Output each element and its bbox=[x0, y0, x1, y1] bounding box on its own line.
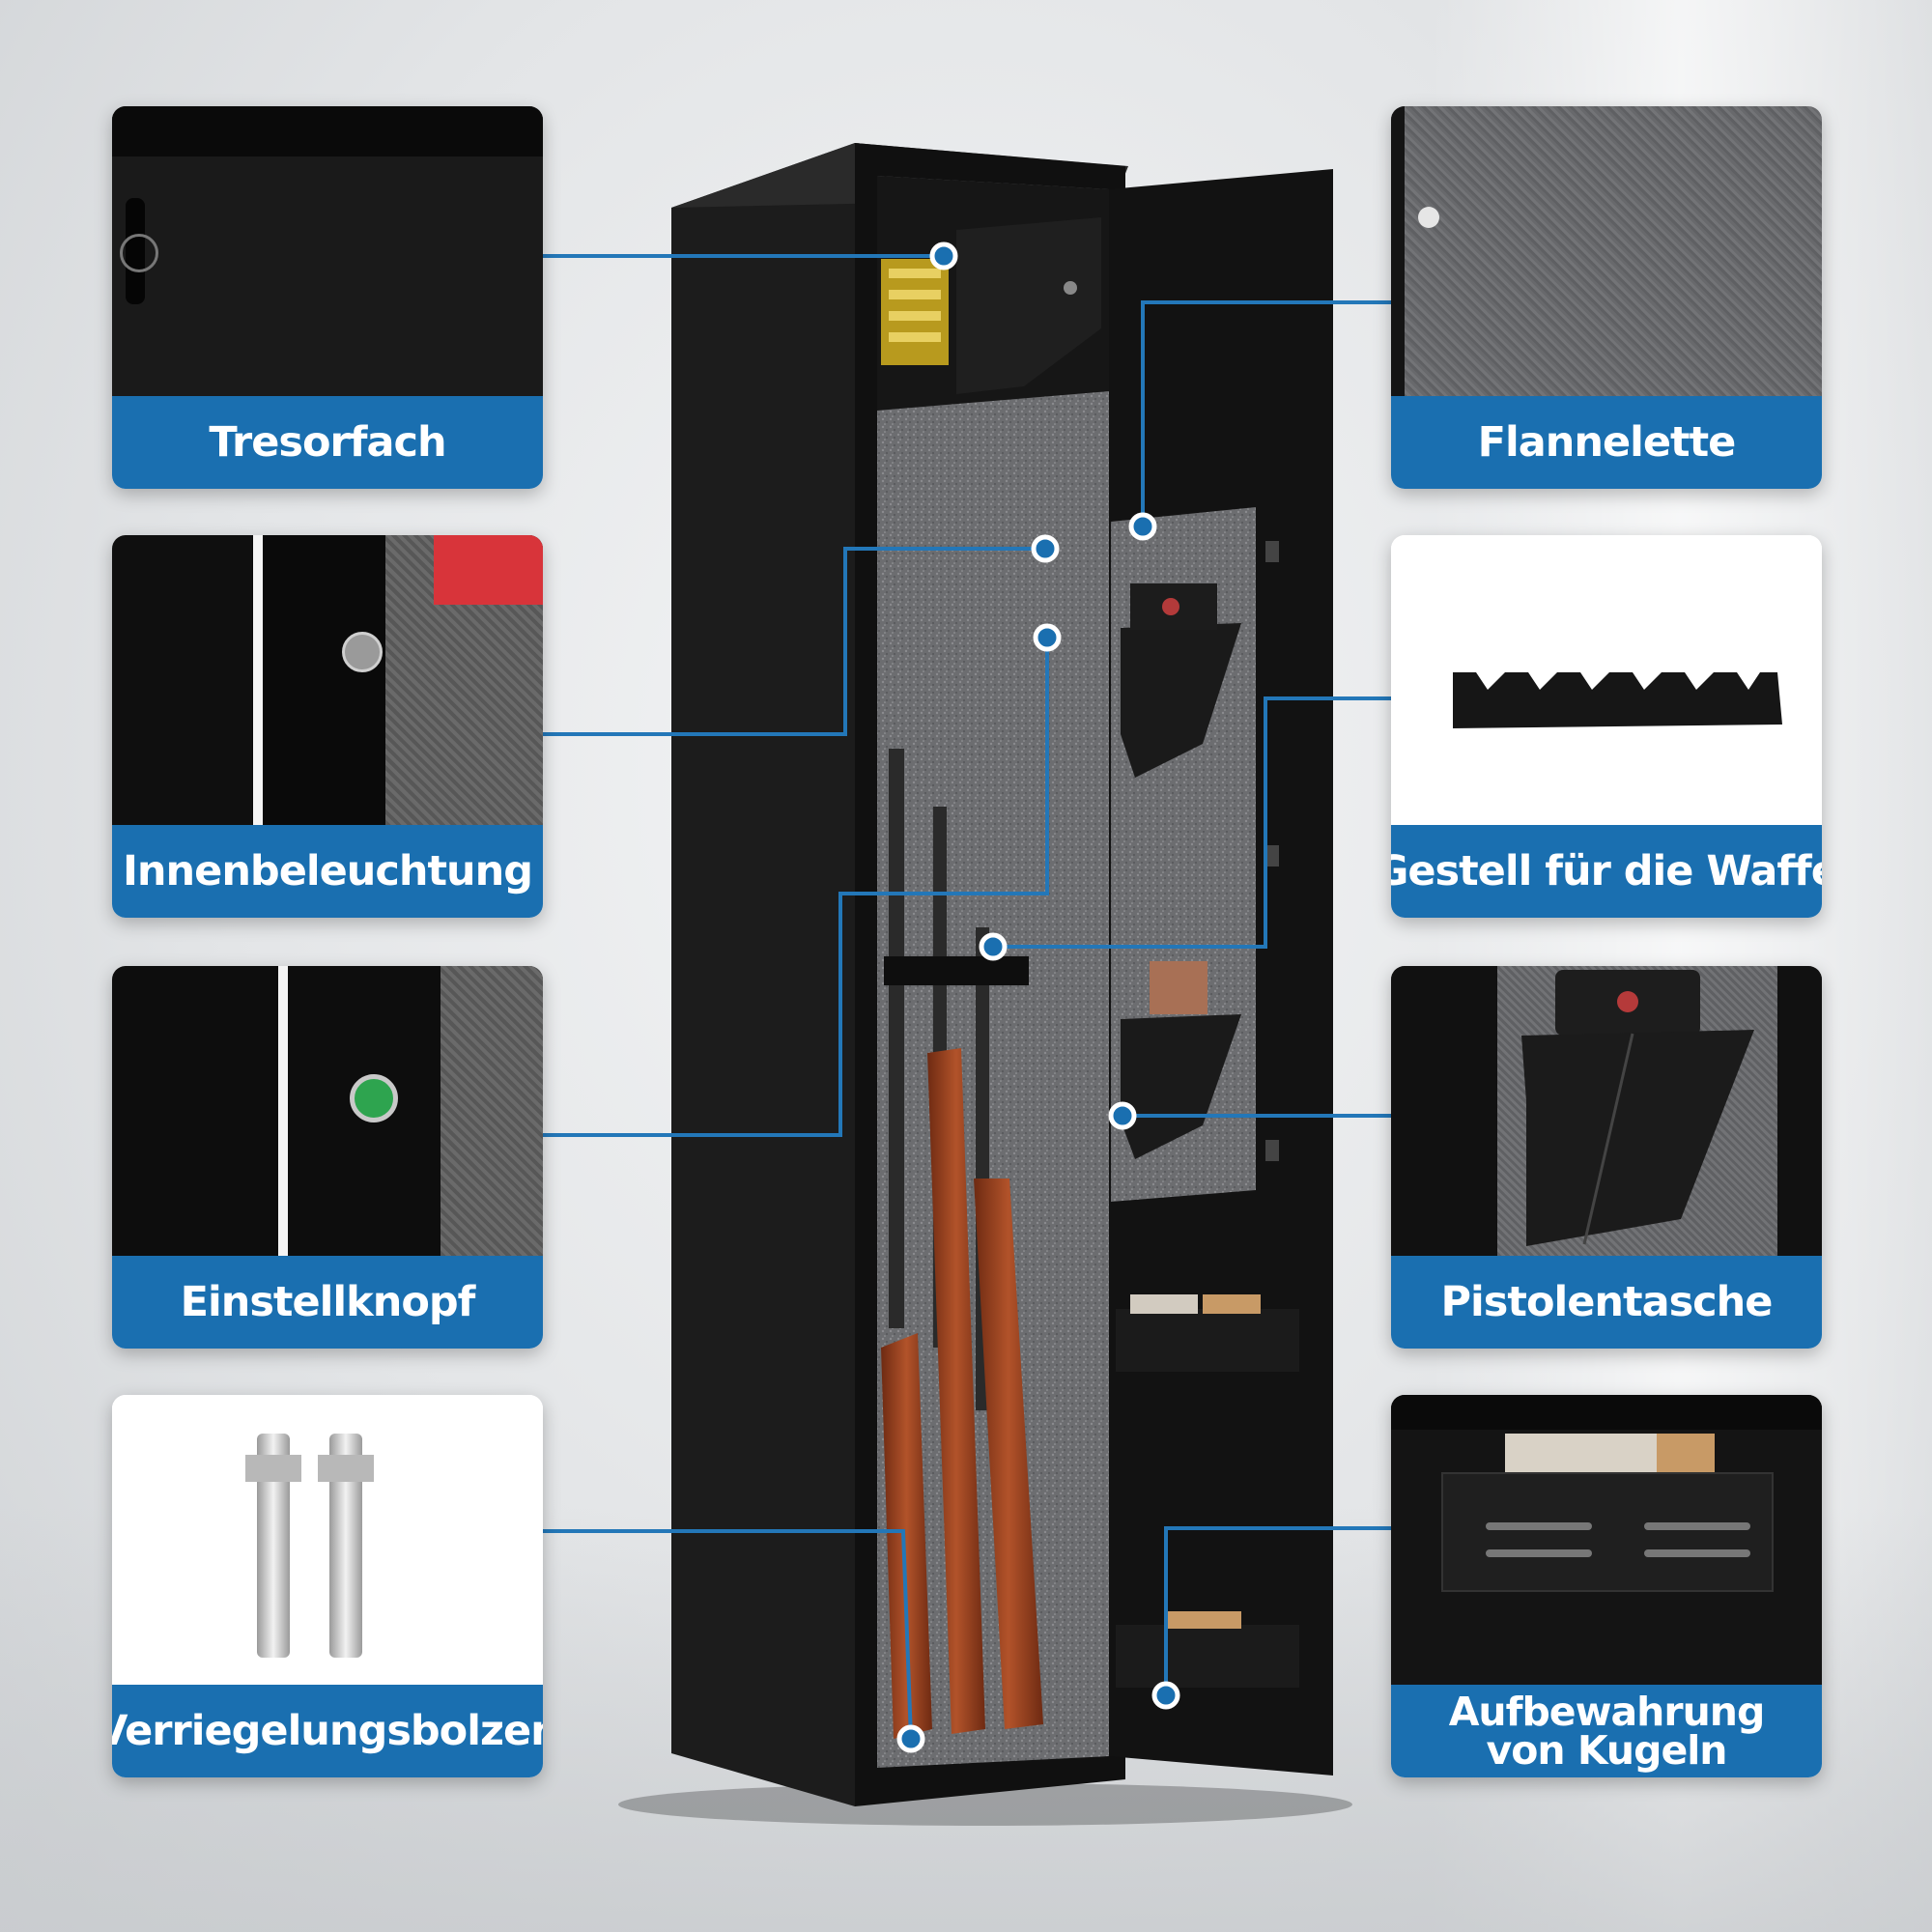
feature-card-flannelette: Flannelette bbox=[1391, 106, 1822, 489]
dot-gestell bbox=[979, 932, 1008, 961]
feature-card-verriegelungsbolzen: Verriegelungsbolzen bbox=[112, 1395, 543, 1777]
gestell-photo bbox=[1391, 535, 1822, 825]
safe-side-panel bbox=[671, 143, 855, 1806]
feature-card-tresorfach: Tresorfach bbox=[112, 106, 543, 489]
kugeln-photo bbox=[1391, 1395, 1822, 1685]
pistol-holster-bottom bbox=[1121, 1014, 1241, 1159]
leader-gestell bbox=[993, 696, 1391, 949]
screw-icon bbox=[1418, 207, 1439, 228]
feature-label: Flannelette bbox=[1391, 396, 1822, 489]
feature-card-pistolentasche: Pistolentasche bbox=[1391, 966, 1822, 1349]
einstellknopf-photo bbox=[112, 966, 543, 1256]
feature-card-gestell: Gestell für die Waffe bbox=[1391, 535, 1822, 918]
led-strip bbox=[278, 966, 288, 1256]
leader-einstellknopf bbox=[543, 638, 1049, 1137]
dot-einstellknopf bbox=[1033, 623, 1062, 652]
tresorfach-lock bbox=[1064, 281, 1077, 295]
tresorfach-photo bbox=[112, 106, 543, 396]
dot-tresorfach bbox=[929, 242, 958, 270]
holster-icon bbox=[1521, 1030, 1754, 1246]
feature-card-innenbeleuchtung: Innenbeleuchtung bbox=[112, 535, 543, 918]
bolt-icon bbox=[342, 632, 383, 672]
gun-rack-bar bbox=[884, 956, 1029, 985]
dot-innenbeleuchtung bbox=[1031, 534, 1060, 563]
ammo-basket-icon bbox=[1441, 1472, 1774, 1592]
revolver bbox=[1150, 961, 1208, 1014]
leader-innenbeleuchtung bbox=[543, 547, 1045, 736]
feature-label: Einstellknopf bbox=[112, 1256, 543, 1349]
leader-verriegelungsbolzen bbox=[543, 1529, 913, 1740]
feature-label-line1: Aufbewahrung bbox=[1448, 1689, 1766, 1735]
gun-rack-icon bbox=[1453, 672, 1782, 728]
innenbeleuchtung-photo bbox=[112, 535, 543, 825]
feature-label: Pistolentasche bbox=[1391, 1256, 1822, 1349]
feature-card-kugeln: Aufbewahrung von Kugeln bbox=[1391, 1395, 1822, 1777]
led-strip bbox=[253, 535, 263, 825]
pistolentasche-photo bbox=[1391, 966, 1822, 1256]
verriegelungsbolzen-photo bbox=[112, 1395, 543, 1685]
tresorfach-door bbox=[956, 217, 1101, 394]
dot-kugeln bbox=[1151, 1681, 1180, 1710]
feature-label: Innenbeleuchtung bbox=[112, 825, 543, 918]
green-button-icon bbox=[350, 1074, 398, 1122]
ammo-basket-bottom bbox=[1116, 1625, 1299, 1688]
dot-flannelette bbox=[1128, 512, 1157, 541]
pistol-holster-top bbox=[1121, 623, 1241, 778]
feature-label: Gestell für die Waffe bbox=[1391, 825, 1822, 918]
warning-sticker bbox=[434, 535, 543, 605]
feature-label-line2: von Kugeln bbox=[1486, 1727, 1728, 1774]
feature-label: Tresorfach bbox=[112, 396, 543, 489]
feature-label: Verriegelungsbolzen bbox=[112, 1685, 543, 1777]
rifle-stock-2 bbox=[927, 1048, 985, 1734]
dot-verriegelungsbolzen bbox=[896, 1724, 925, 1753]
feature-label: Aufbewahrung von Kugeln bbox=[1391, 1685, 1822, 1777]
flannelette-photo bbox=[1391, 106, 1822, 396]
ammo-basket-top bbox=[1116, 1309, 1299, 1372]
leader-flannelette bbox=[1141, 300, 1391, 526]
safe-shadow bbox=[618, 1783, 1352, 1826]
leader-kugeln bbox=[1164, 1526, 1391, 1695]
feature-card-einstellknopf: Einstellknopf bbox=[112, 966, 543, 1349]
dot-pistolentasche bbox=[1108, 1101, 1137, 1130]
rifle-stock-3 bbox=[974, 1179, 1043, 1729]
rifle-stock-1 bbox=[881, 1333, 932, 1739]
